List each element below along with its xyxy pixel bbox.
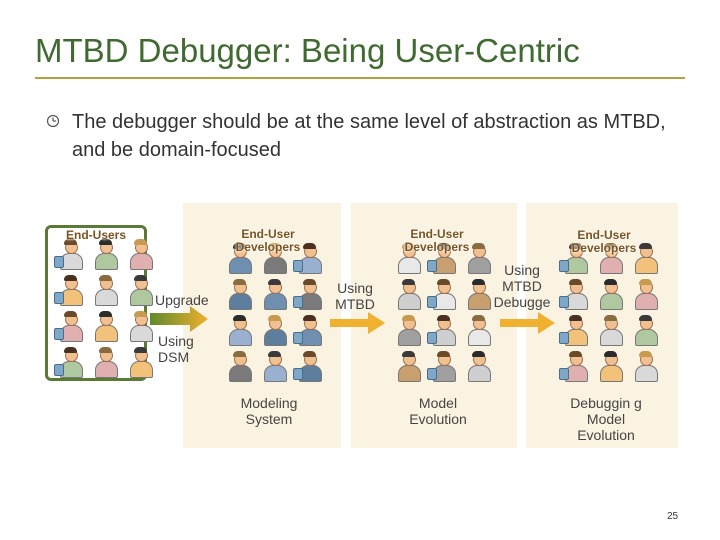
person-icon: [293, 315, 324, 346]
page-number: 25: [667, 511, 679, 522]
person-icon: [90, 239, 120, 270]
person-icon: [427, 243, 458, 274]
person-icon: [125, 311, 155, 342]
person-icon: [90, 311, 120, 342]
arrow-right-icon: [330, 312, 385, 334]
person-icon: [463, 351, 493, 382]
person-icon: [125, 347, 155, 378]
person-icon: [125, 239, 155, 270]
person-icon: [559, 279, 590, 310]
person-icon: [463, 315, 493, 346]
slide-title: MTBD Debugger: Being User-Centric: [35, 32, 580, 69]
person-icon: [259, 351, 289, 382]
panel-3-title: End-User Developers: [571, 228, 637, 255]
person-icon: [630, 351, 660, 382]
arrow-right-icon: [150, 306, 208, 332]
person-icon: [559, 243, 590, 274]
person-icon: [427, 315, 458, 346]
person-icon: [125, 275, 155, 306]
person-icon: [595, 279, 625, 310]
person-icon: [90, 347, 120, 378]
person-icon: [293, 351, 324, 382]
person-icon: [463, 243, 493, 274]
person-icon: [54, 239, 85, 270]
person-icon: [293, 279, 324, 310]
person-icon: [224, 279, 254, 310]
person-icon: [293, 243, 324, 274]
person-icon: [259, 243, 289, 274]
person-icon: [595, 315, 625, 346]
person-icon: [224, 315, 254, 346]
bullet-text: The debugger should be at the same level…: [72, 111, 666, 161]
person-icon: [259, 315, 289, 346]
upgrade-label: Upgrade: [155, 292, 209, 308]
using-mtbd-debugger-label: Using MTBD Debugge: [493, 262, 551, 310]
person-icon: [630, 315, 660, 346]
title-divider: [35, 77, 685, 79]
person-icon: [630, 243, 660, 274]
person-icon: [595, 243, 625, 274]
person-icon: [559, 315, 590, 346]
developers-grid-2: [393, 243, 493, 382]
person-icon: [224, 243, 254, 274]
developers-grid-1: [224, 243, 324, 382]
end-users-group: [45, 225, 153, 381]
developers-grid-3: [559, 243, 660, 382]
end-users-label: End-Users: [66, 228, 127, 242]
person-icon: [393, 279, 423, 310]
panel-2-title: End-User Developers: [404, 227, 470, 254]
caption-model-evolution: Model Evolution: [409, 395, 467, 427]
caption-modeling-system: Modeling System: [240, 395, 298, 427]
person-icon: [427, 279, 458, 310]
person-icon: [54, 311, 85, 342]
panel-1-title: End-User Developers: [235, 227, 301, 254]
using-mtbd-label: Using MTBD: [335, 280, 375, 312]
person-icon: [463, 279, 493, 310]
person-icon: [54, 347, 85, 378]
person-icon: [559, 351, 590, 382]
arrow-right-icon: [500, 312, 555, 334]
person-icon: [90, 275, 120, 306]
person-icon: [427, 351, 458, 382]
person-icon: [393, 243, 423, 274]
person-icon: [393, 351, 423, 382]
caption-debugging-model-evolution: Debuggin g Model Evolution: [570, 395, 642, 443]
person-icon: [630, 279, 660, 310]
person-icon: [224, 351, 254, 382]
person-icon: [393, 315, 423, 346]
person-icon: [595, 351, 625, 382]
person-icon: [259, 279, 289, 310]
using-dsm-label: Using DSM: [158, 333, 194, 365]
clock-bullet-icon: [46, 114, 60, 128]
person-icon: [54, 275, 85, 306]
